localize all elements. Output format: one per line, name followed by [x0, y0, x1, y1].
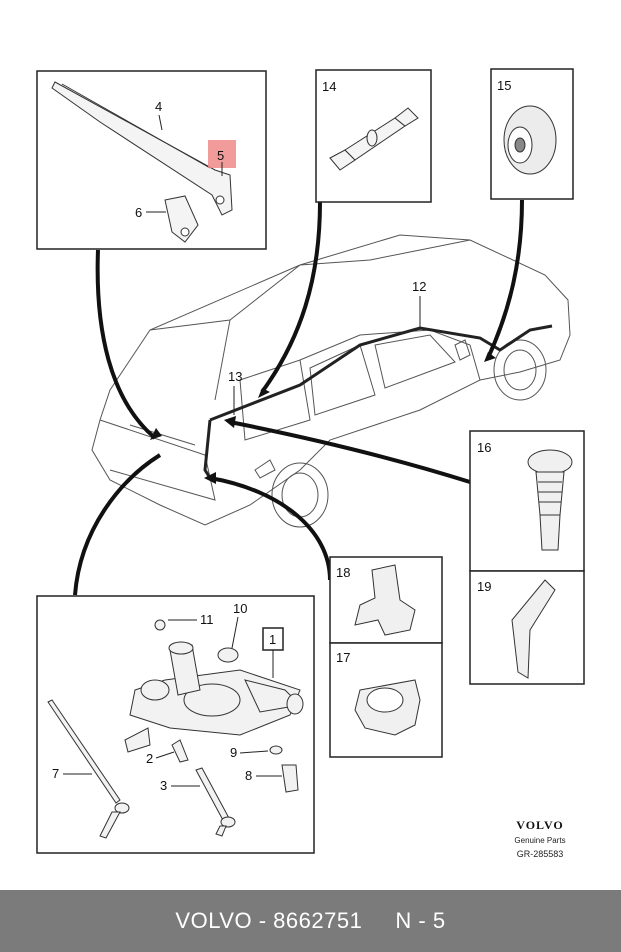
motor-assembly-illustration [124, 619, 304, 793]
footer-sep-1: - [252, 908, 274, 933]
callout-18: 18 [336, 565, 350, 580]
footer-bar: VOLVO - 8662751 N - 5 [0, 890, 621, 952]
footer-position: N - 5 [395, 908, 446, 933]
callout-17: 17 [336, 650, 350, 665]
clip-17-illustration [354, 679, 421, 736]
connector-14-illustration [329, 107, 419, 171]
callout-15: 15 [497, 78, 511, 93]
callout-16: 16 [477, 440, 491, 455]
callout-8: 8 [245, 768, 252, 783]
callout-14: 14 [322, 79, 336, 94]
callout-12: 12 [412, 279, 426, 294]
callout-9: 9 [230, 745, 237, 760]
callout-4: 4 [155, 99, 162, 114]
callout-13: 13 [228, 369, 242, 384]
callout-2: 2 [146, 751, 153, 766]
callout-11: 11 [200, 612, 214, 627]
diagram-code: GR-285583 [516, 849, 564, 859]
callout-1: 1 [269, 632, 276, 647]
callout-3: 3 [160, 778, 167, 793]
wiper-arm-illustration [51, 81, 233, 243]
callout-7: 7 [52, 766, 59, 781]
callout-6: 6 [135, 205, 142, 220]
callout-10: 10 [233, 601, 247, 616]
footer-make: VOLVO [175, 908, 253, 933]
leader-arrows [73, 199, 524, 596]
brand-subtitle: Genuine Parts [514, 836, 566, 845]
nozzle-16-illustration [527, 449, 573, 551]
callout-19: 19 [477, 579, 491, 594]
footer-gap [362, 908, 395, 934]
brand-logo: VOLVO [516, 818, 564, 832]
footer-part-number: 8662751 [273, 908, 363, 933]
clip-19-illustration [511, 579, 556, 679]
arrow-heads [150, 352, 496, 484]
parts-diagram: 5 4 6 14 15 12 13 16 19 18 [36, 68, 585, 854]
washer-hose-rear [203, 419, 212, 479]
shaft-3 [195, 767, 236, 837]
clip-18-illustration [354, 564, 416, 636]
brand-block: VOLVO Genuine Parts GR-285583 [500, 818, 580, 859]
wiper-spindle-7 [47, 699, 130, 839]
washer-hose-line [209, 324, 553, 422]
callout-5: 5 [217, 148, 224, 163]
grommet-15-illustration [503, 105, 557, 175]
